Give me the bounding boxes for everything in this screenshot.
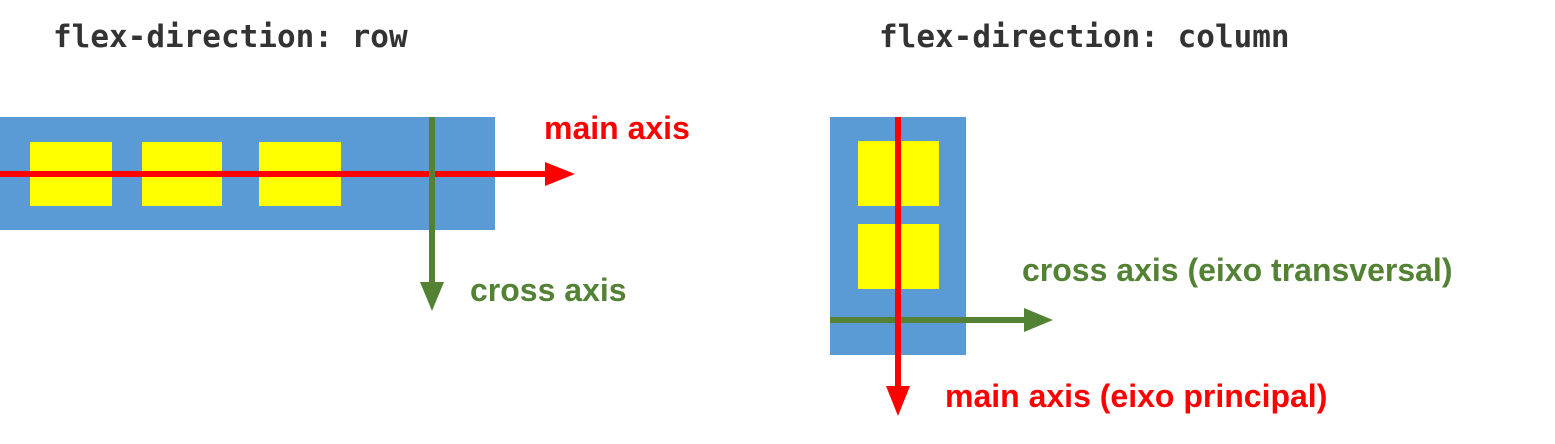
row-panel-title: flex-direction: row: [53, 19, 408, 55]
row-cross-axis-label: cross axis: [470, 272, 627, 308]
column-main-axis-arrow: [886, 117, 910, 416]
row-main-axis-label: main axis: [544, 110, 690, 146]
row-main-axis-arrow: [0, 162, 575, 186]
column-panel-title: flex-direction: column: [879, 19, 1290, 55]
column-cross-axis-arrow: [830, 308, 1053, 332]
column-main-axis-label: main axis (eixo principal): [945, 378, 1328, 414]
column-cross-axis-label: cross axis (eixo transversal): [1022, 252, 1453, 288]
row-cross-axis-arrow: [420, 117, 444, 311]
